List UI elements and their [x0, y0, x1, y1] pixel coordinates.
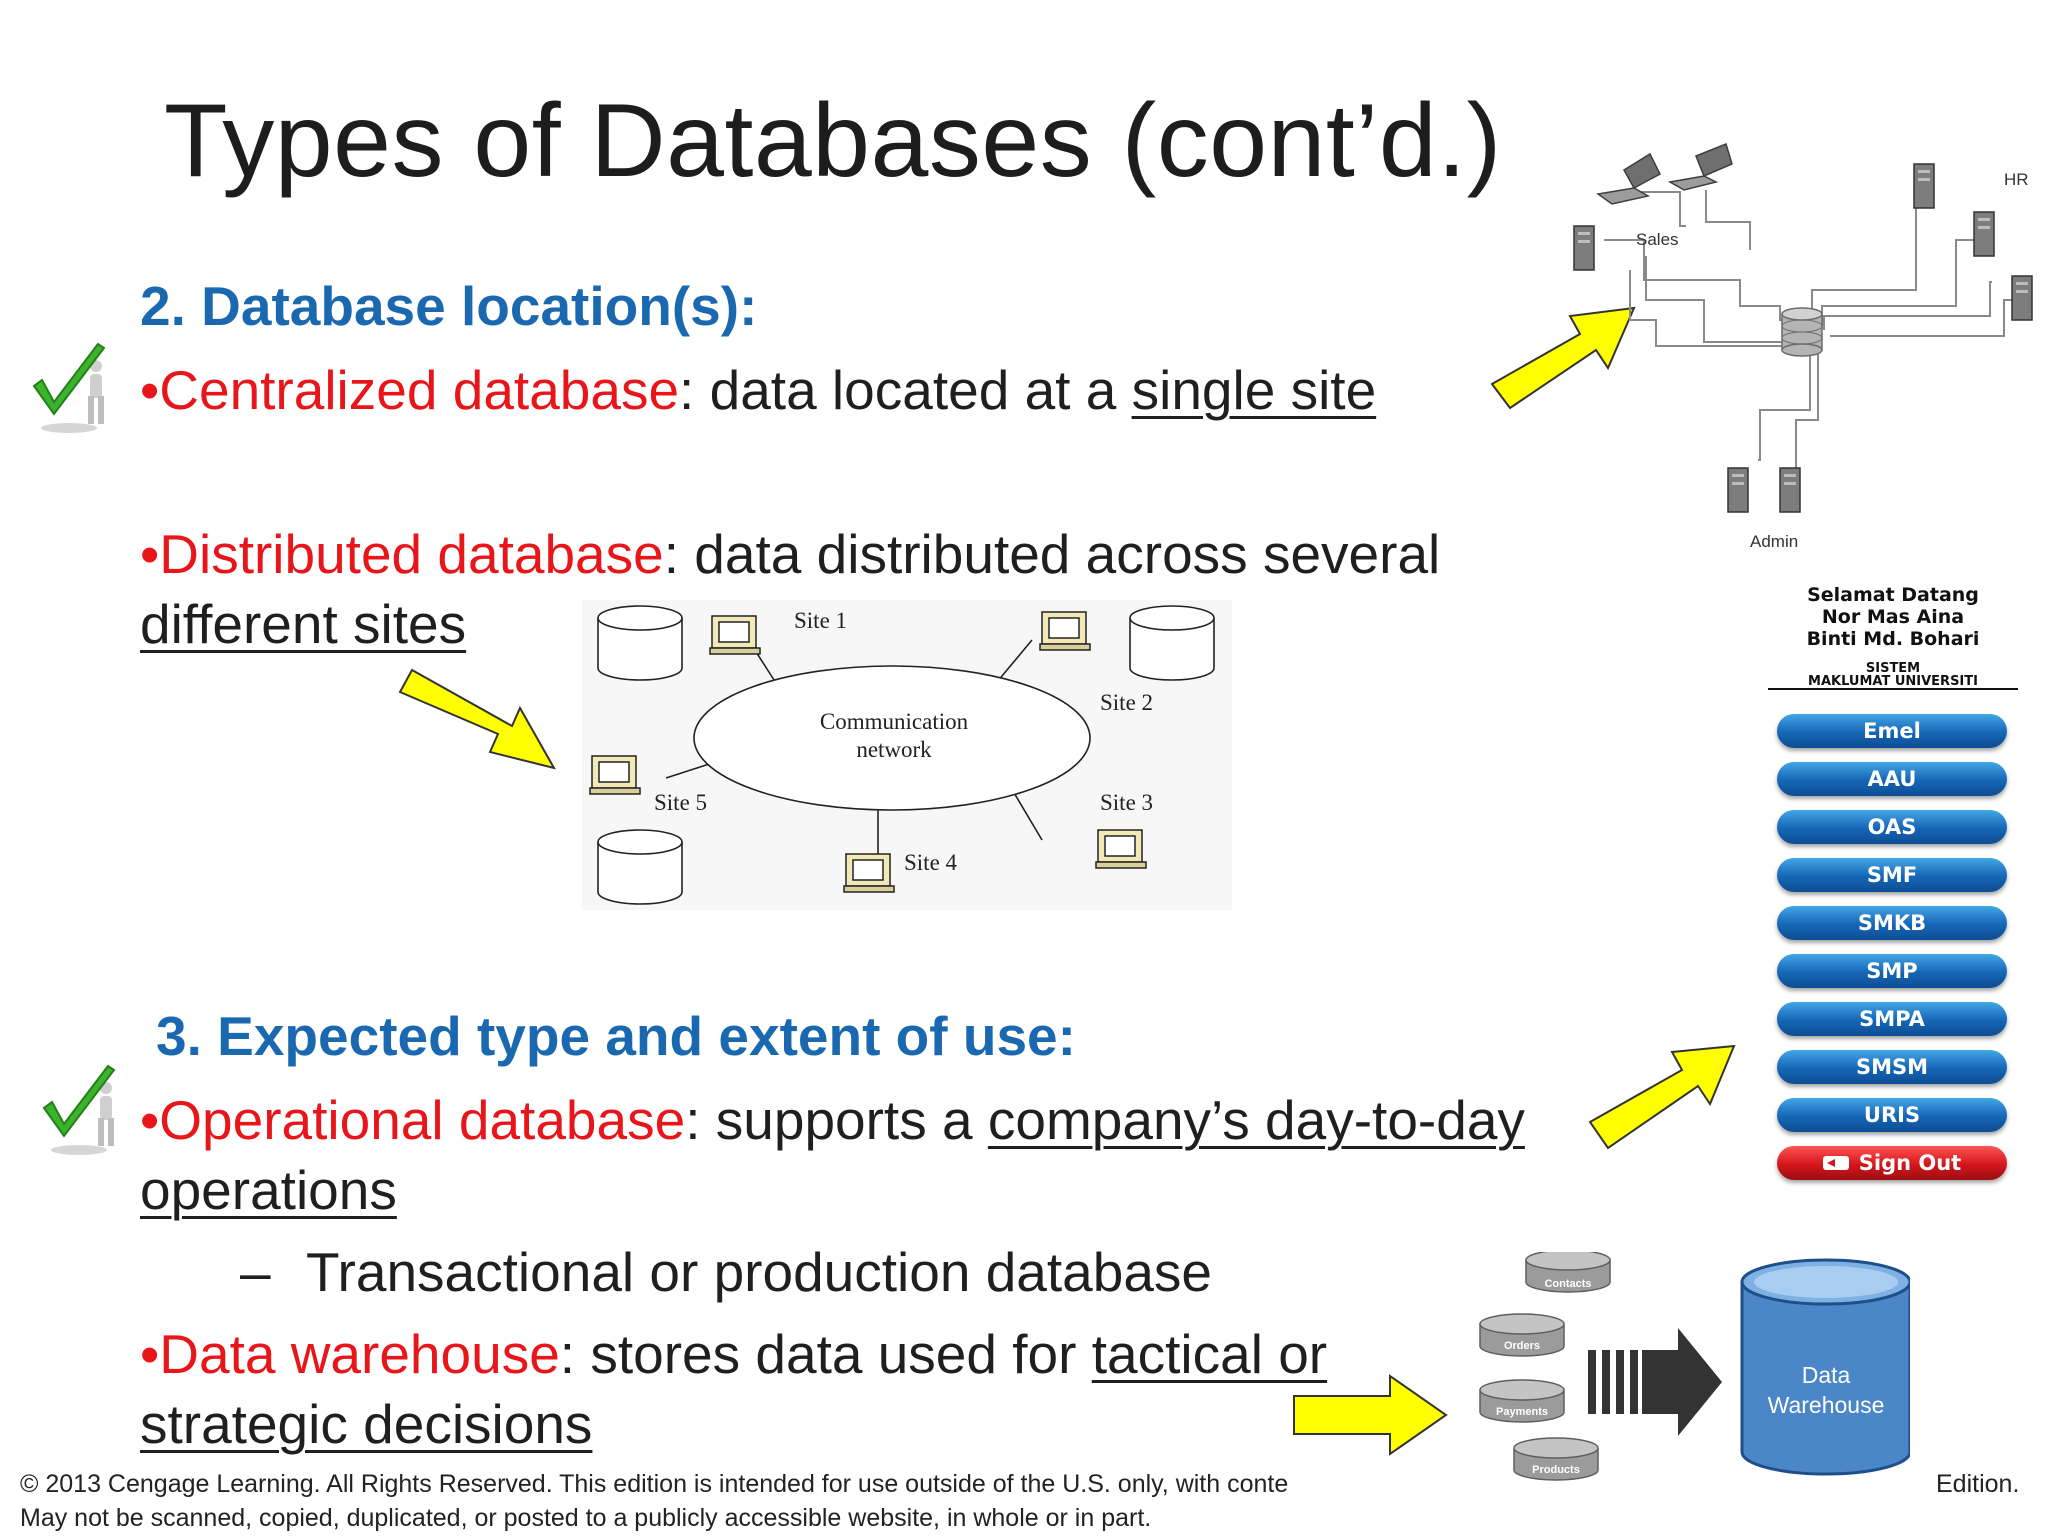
menu-item-uris[interactable]: URIS	[1777, 1098, 2007, 1132]
operational-term: •Operational database	[140, 1089, 686, 1151]
arrow-to-menu-icon	[1588, 1044, 1736, 1150]
footer-copyright: © 2013 Cengage Learning. All Rights Rese…	[20, 1470, 1289, 1498]
menu-item-oas[interactable]: OAS	[1777, 810, 2007, 844]
footer-edition: Edition.	[1936, 1470, 2020, 1498]
distributed-line: •Distributed database: data distributed …	[140, 522, 1440, 586]
network-label: Communication network	[794, 708, 994, 764]
menu-item-smsm[interactable]: SMSM	[1777, 1050, 2007, 1084]
operational-line-2: operations	[140, 1158, 397, 1222]
central-database-icon	[1781, 307, 1823, 357]
warehouse-line-2: strategic decisions	[140, 1392, 592, 1456]
distributed-line-2: different sites	[140, 592, 466, 656]
transactional-text: Transactional or production database	[306, 1241, 1213, 1303]
single-site-text: single site	[1131, 359, 1377, 421]
site-1-label: Site 1	[794, 608, 848, 633]
source-products-label: Products	[1532, 1464, 1580, 1476]
centralized-network-diagram: Sales HR Admin	[1560, 130, 2048, 560]
welcome-block: Selamat Datang Nor Mas Aina Binti Md. Bo…	[1768, 584, 2018, 650]
welcome-line-2: Nor Mas Aina	[1821, 606, 1965, 628]
warehouse-term: •Data warehouse	[140, 1323, 560, 1385]
menu-item-emel[interactable]: Emel	[1777, 714, 2007, 748]
system-line-2: MAKLUMAT UNIVERSITI	[1808, 674, 1978, 689]
menu-item-smp[interactable]: SMP	[1777, 954, 2007, 988]
arrow-to-sites-icon	[398, 668, 557, 770]
slide-title: Types of Databases (cont’d.)	[164, 83, 1502, 199]
tactical-text: tactical or	[1091, 1323, 1328, 1385]
distributed-desc: : data distributed across several	[663, 523, 1441, 585]
operations-text: operations	[140, 1159, 397, 1221]
distributed-term: •Distributed database	[140, 523, 664, 585]
welcome-line-3: Binti Md. Bohari	[1806, 628, 1980, 650]
warehouse-cylinder-icon	[1740, 1258, 1910, 1476]
site-3-label: Site 3	[1100, 790, 1154, 815]
site-4-label: Site 4	[904, 850, 958, 875]
data-warehouse-diagram: Contacts Orders Payments Products Data W…	[1470, 1252, 1910, 1496]
site-2-label: Site 2	[1100, 690, 1154, 715]
operational-line: •Operational database: supports a compan…	[140, 1088, 1525, 1152]
centralized-line: •Centralized database: data located at a…	[140, 358, 1376, 422]
source-payments-label: Payments	[1496, 1406, 1548, 1418]
footer-notice: May not be scanned, copied, duplicated, …	[20, 1504, 1152, 1532]
menu-item-smf[interactable]: SMF	[1777, 858, 2007, 892]
sign-out-arrow-icon	[1822, 1156, 1849, 1170]
checkmark-icon	[42, 1064, 116, 1155]
site-5-label: Site 5	[654, 790, 708, 815]
warehouse-label-line-1: Data	[1801, 1362, 1851, 1388]
menu-item-aau[interactable]: AAU	[1777, 762, 2007, 796]
centralized-term: •Centralized database	[140, 359, 680, 421]
section-heading-use: 3. Expected type and extent of use:	[156, 1005, 1076, 1067]
sign-out-label: Sign Out	[1858, 1151, 1962, 1175]
centralized-desc: : data located at a	[679, 359, 1132, 421]
source-contacts-label: Contacts	[1544, 1278, 1592, 1290]
menu-item-smkb[interactable]: SMKB	[1777, 906, 2007, 940]
warehouse-label: Data Warehouse	[1746, 1360, 1906, 1420]
different-sites-text: different sites	[140, 593, 467, 655]
section-heading-location: 2. Database location(s):	[140, 275, 758, 337]
operational-desc: : supports a	[685, 1089, 988, 1151]
network-label-line-2: network	[856, 737, 932, 762]
source-orders-label: Orders	[1503, 1340, 1541, 1352]
sales-label: Sales	[1636, 230, 1679, 249]
arrow-to-network-icon	[1490, 306, 1636, 410]
flow-arrow-icon	[1588, 1328, 1722, 1436]
welcome-line-1: Selamat Datang	[1807, 584, 1979, 606]
day-to-day-text: company’s day-to-day	[987, 1089, 1525, 1151]
warehouse-line: •Data warehouse: stores data used for ta…	[140, 1322, 1327, 1386]
warehouse-label-line-2: Warehouse	[1767, 1392, 1885, 1418]
distributed-sites-diagram: Communication network Site 1 Site 2 Site…	[582, 600, 1232, 910]
strategic-decisions-text: strategic decisions	[140, 1393, 593, 1455]
warehouse-desc: : stores data used for	[559, 1323, 1092, 1385]
checkmark-icon	[32, 342, 106, 433]
system-line-1: SISTEM	[1865, 661, 1921, 676]
source-db-icons	[1479, 1252, 1611, 1481]
network-label-line-1: Communication	[819, 709, 969, 734]
hr-label: HR	[2004, 170, 2029, 189]
arrow-to-warehouse-icon	[1293, 1374, 1448, 1456]
system-title: SISTEM MAKLUMAT UNIVERSITI	[1768, 662, 2018, 690]
sub-bullet-dash: –	[240, 1241, 271, 1303]
menu-item-smpa[interactable]: SMPA	[1777, 1002, 2007, 1036]
sign-out-button[interactable]: Sign Out	[1777, 1146, 2007, 1180]
admin-label: Admin	[1750, 532, 1799, 551]
